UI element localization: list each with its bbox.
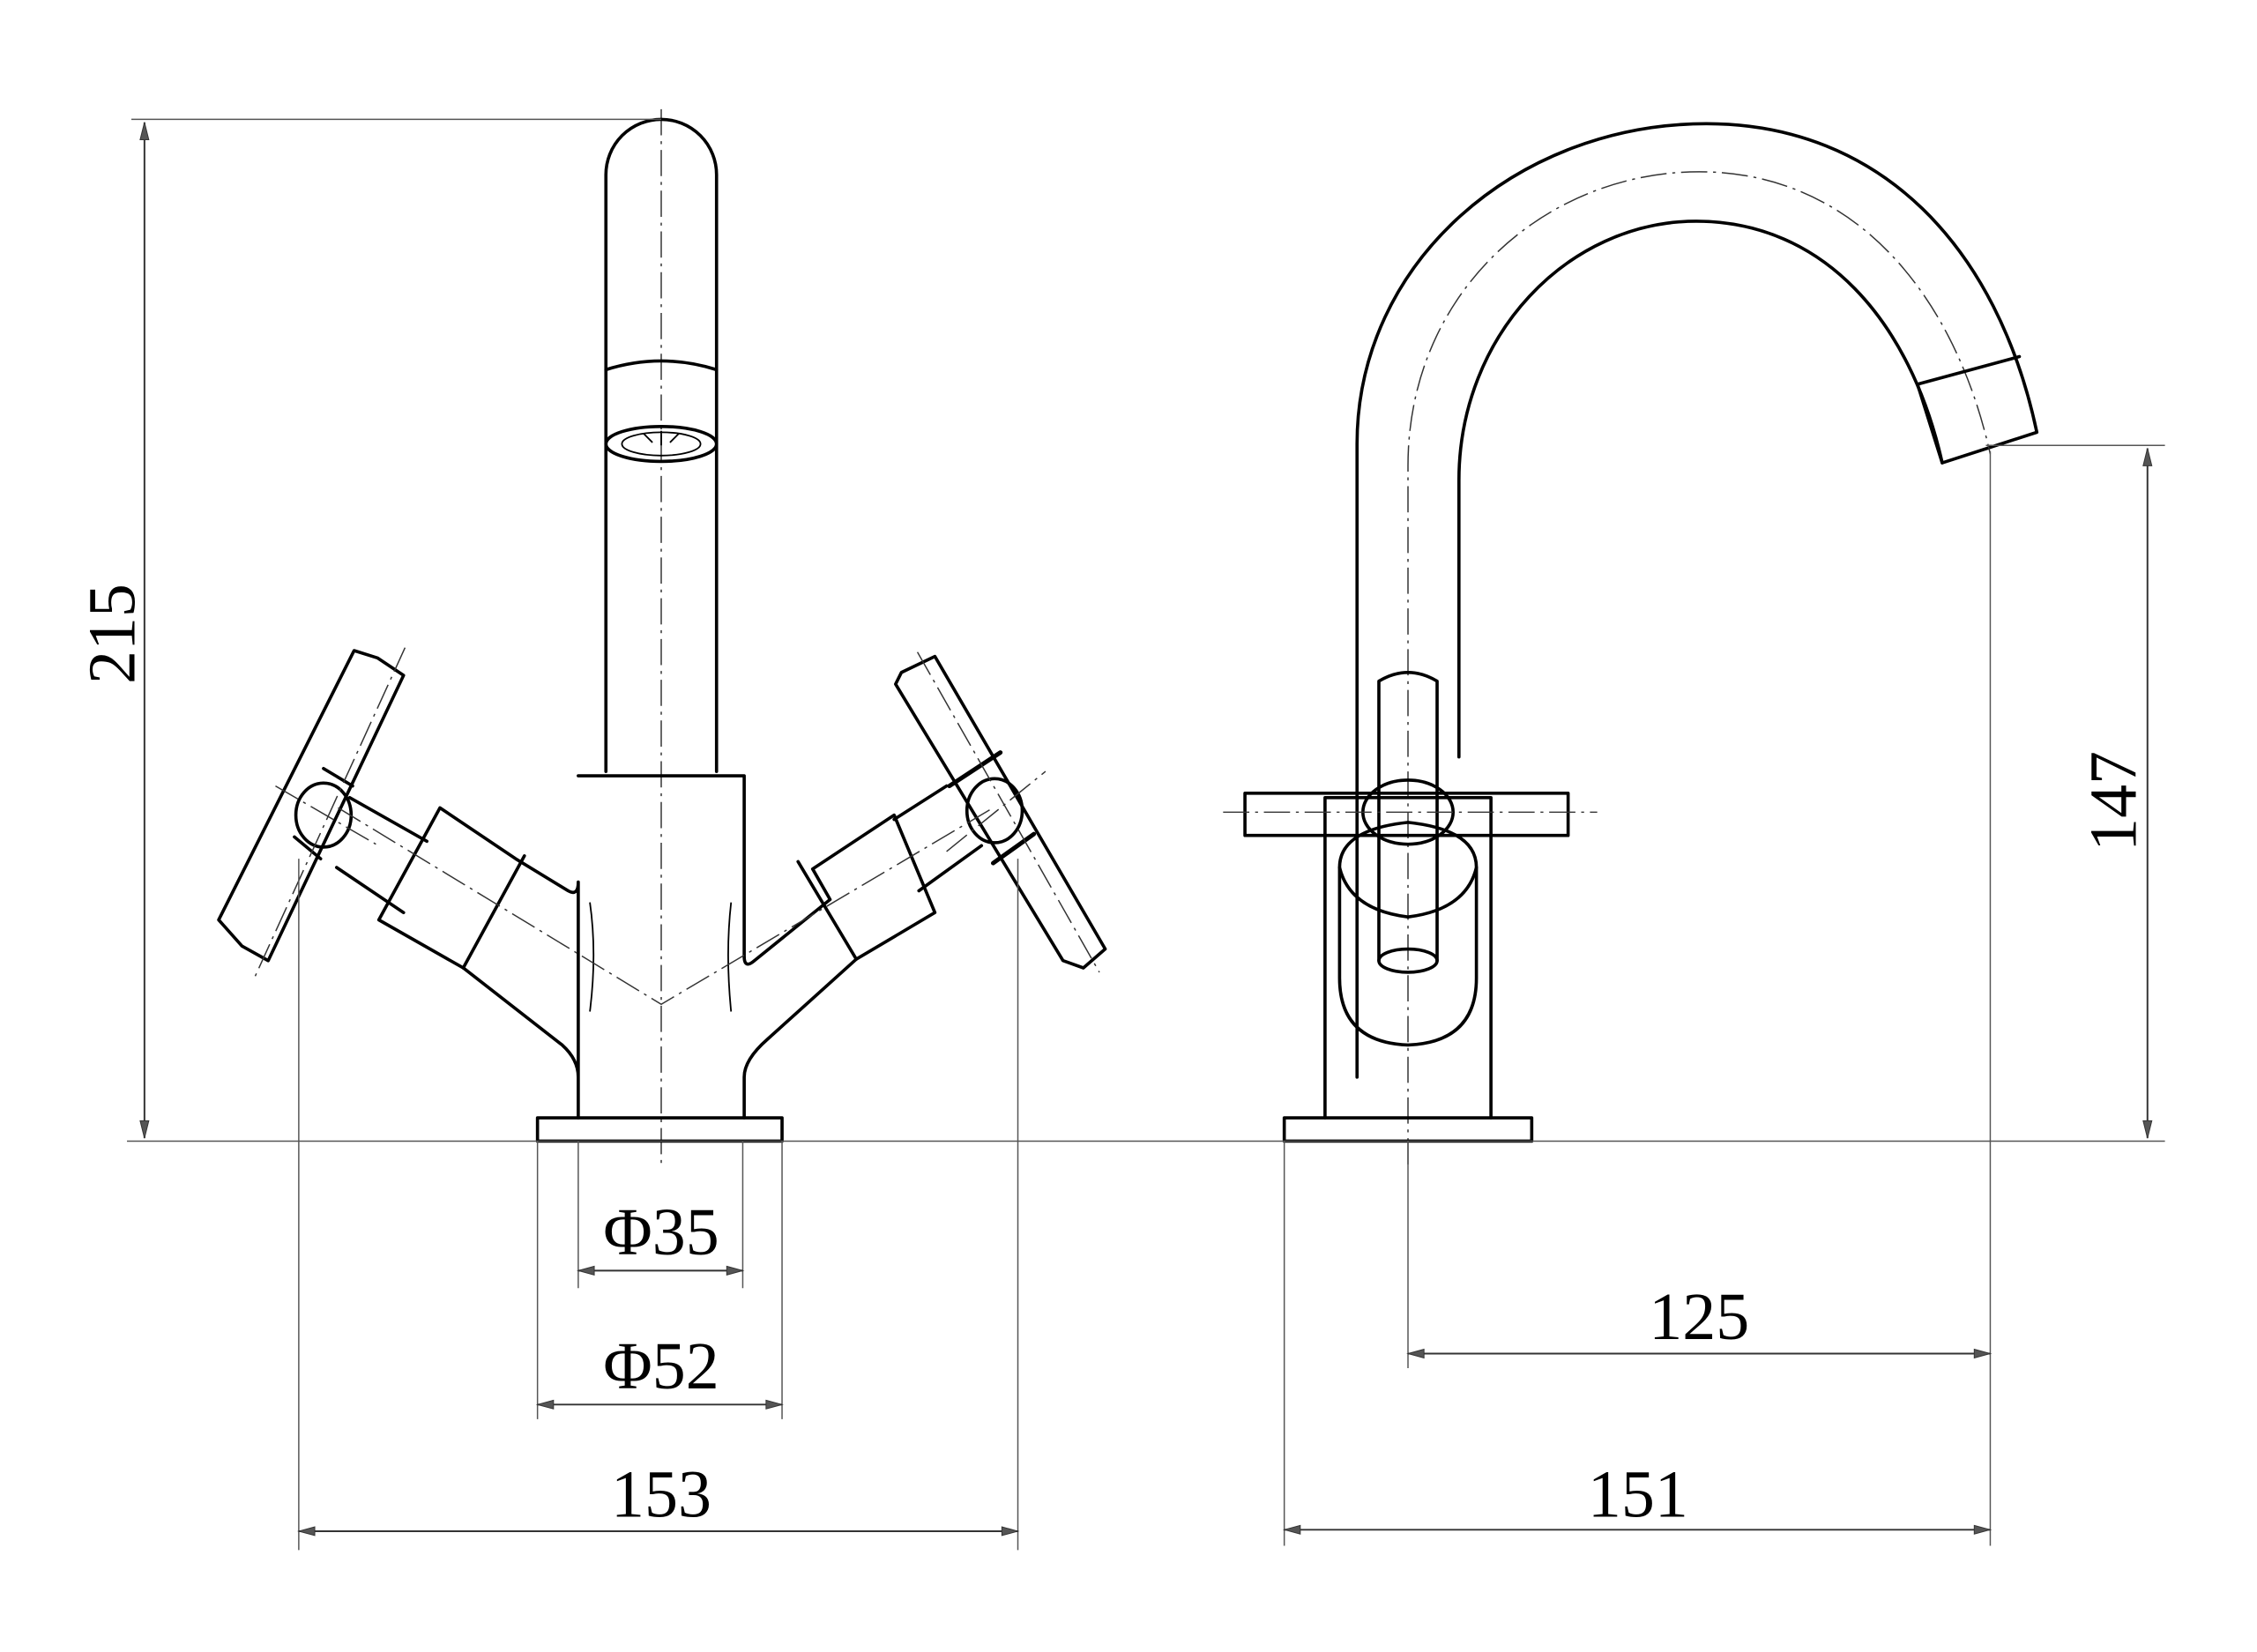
side-view xyxy=(1223,122,2039,1165)
side-spout xyxy=(1355,122,2039,1079)
right-cross-handle xyxy=(894,654,1107,970)
dim-base-diameter: Φ52 xyxy=(603,1329,719,1403)
front-base-plate xyxy=(535,1116,784,1143)
dimension-labels: 215 147 Φ35 Φ52 153 125 151 xyxy=(75,584,2150,1531)
dim-handle-span: 153 xyxy=(611,1457,711,1531)
dim-overall-depth: 151 xyxy=(1588,1457,1688,1531)
dim-spout-reach: 125 xyxy=(1649,1280,1749,1354)
dimension-lines xyxy=(127,118,2165,1551)
left-cross-handle xyxy=(217,649,406,963)
dim-overall-height: 215 xyxy=(75,584,149,684)
front-body xyxy=(376,774,937,1120)
front-view xyxy=(217,108,1107,1165)
side-cross-handle xyxy=(1243,792,1570,837)
dim-body-diameter: Φ35 xyxy=(603,1195,719,1269)
dim-spout-outlet-height: 147 xyxy=(2077,751,2151,852)
